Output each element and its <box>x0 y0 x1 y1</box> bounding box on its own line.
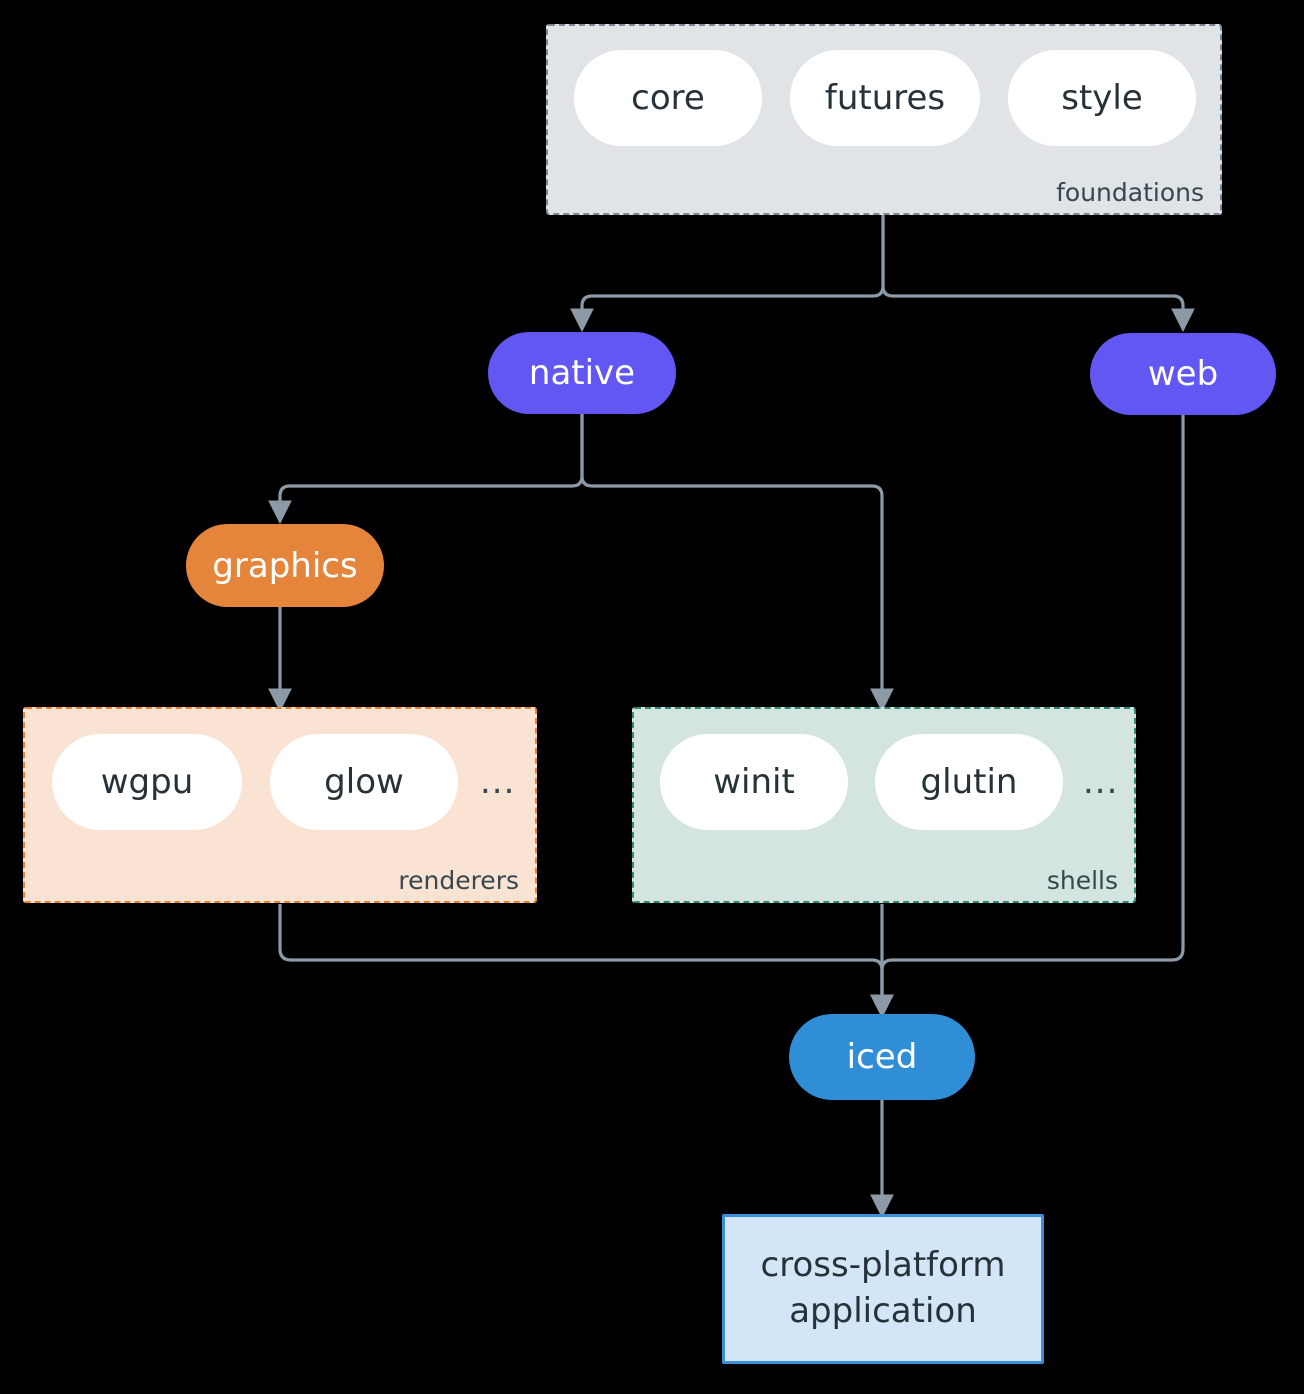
leaf-glutin-label: glutin <box>920 762 1018 802</box>
node-graphics-label: graphics <box>212 545 358 586</box>
node-application-label-line1: cross-platform <box>760 1245 1006 1286</box>
leaf-winit-label: winit <box>713 762 795 802</box>
leaf-wgpu-label: wgpu <box>100 762 194 802</box>
group-foundations-label: foundations <box>1056 178 1204 207</box>
edge-renderers-iced <box>278 904 894 1019</box>
leaf-wgpu[interactable]: wgpu <box>52 734 242 830</box>
node-native-label: native <box>528 353 636 393</box>
group-shells: winit glutin ... shells <box>632 707 1136 903</box>
edge-native-graphics <box>268 414 584 525</box>
leaf-glutin[interactable]: glutin <box>875 734 1063 830</box>
leaf-glow-label: glow <box>324 762 404 802</box>
group-renderers-label: renderers <box>398 866 519 895</box>
node-native[interactable]: native <box>488 332 676 414</box>
node-application-label-line2: application <box>789 1291 977 1331</box>
leaf-core[interactable]: core <box>574 50 762 146</box>
leaf-style-label: style <box>1061 78 1143 118</box>
leaf-core-label: core <box>631 78 705 118</box>
leaf-winit[interactable]: winit <box>660 734 848 830</box>
edge-foundations-native <box>570 215 885 333</box>
leaf-futures-label: futures <box>824 78 946 118</box>
node-web-label: web <box>1147 354 1219 394</box>
edge-native-shells <box>580 414 894 713</box>
node-graphics[interactable]: graphics <box>186 524 384 607</box>
node-application[interactable]: cross-platform application <box>722 1214 1044 1364</box>
node-iced[interactable]: iced <box>789 1014 975 1100</box>
group-foundations: core futures style foundations <box>546 24 1222 215</box>
leaf-style[interactable]: style <box>1008 50 1196 146</box>
node-iced-label: iced <box>846 1037 918 1077</box>
edge-foundations-web <box>881 215 1195 333</box>
leaf-renderers-ellipsis: ... <box>480 762 516 802</box>
group-renderers: wgpu glow ... renderers <box>23 707 537 903</box>
leaf-futures[interactable]: futures <box>790 50 980 146</box>
node-web[interactable]: web <box>1090 333 1276 415</box>
group-shells-label: shells <box>1046 866 1118 895</box>
leaf-shells-ellipsis: ... <box>1083 762 1119 802</box>
leaf-glow[interactable]: glow <box>270 734 458 830</box>
